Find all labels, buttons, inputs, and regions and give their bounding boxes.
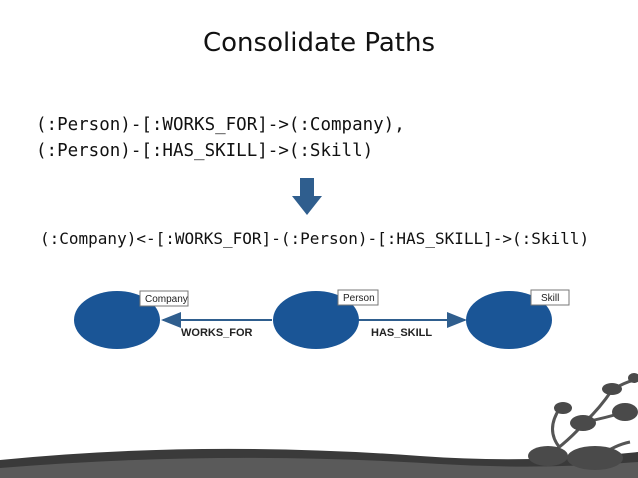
person-label: Person <box>343 293 375 304</box>
pattern-line-2: (:Person)-[:HAS_SKILL]->(:Skill) <box>36 141 374 161</box>
down-arrow-icon <box>292 178 322 215</box>
slide-title: Consolidate Paths <box>203 28 435 58</box>
skill-label-box <box>530 289 570 306</box>
pattern-line-1: (:Person)-[:WORKS_FOR]->(:Company), <box>36 115 405 135</box>
company-label: Company <box>145 294 188 305</box>
skill-label: Skill <box>541 293 559 304</box>
company-node <box>74 291 160 349</box>
company-label-box <box>139 290 189 307</box>
graph-branch-decoration <box>0 373 638 478</box>
person-label-box <box>337 289 379 306</box>
works-for-label: WORKS_FOR <box>181 327 253 339</box>
graph-diagram: Company Person Skill WORKS_FOR HAS_SKILL <box>74 289 570 349</box>
consolidated-pattern: (:Company)<-[:WORKS_FOR]-(:Person)-[:HAS… <box>40 229 590 248</box>
has-skill-label: HAS_SKILL <box>371 327 432 339</box>
